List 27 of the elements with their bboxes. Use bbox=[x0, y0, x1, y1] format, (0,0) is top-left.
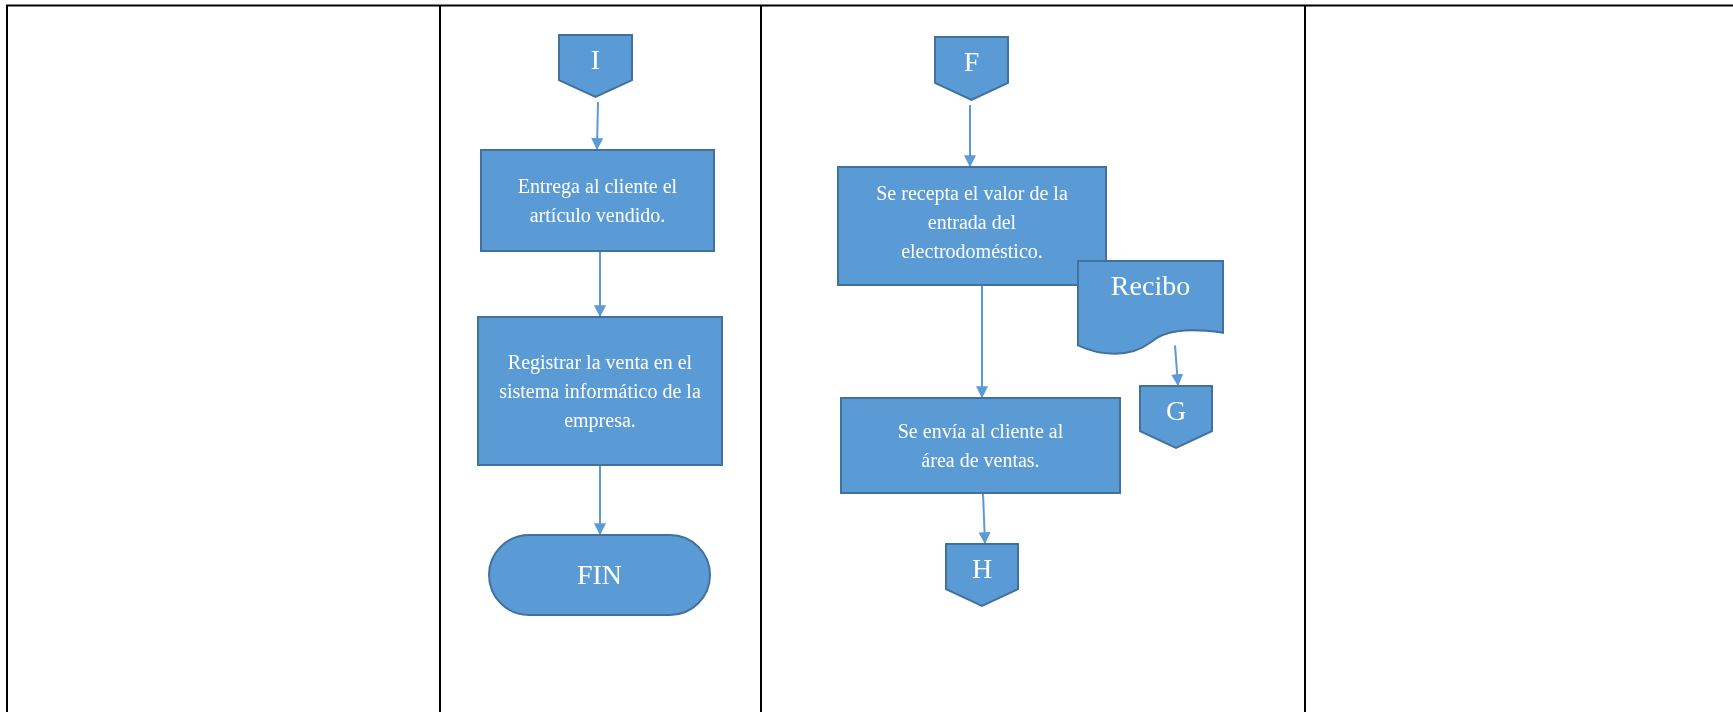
node-text: F bbox=[963, 45, 980, 80]
arrow bbox=[1171, 344, 1184, 387]
node-text: Entrega al cliente el artículo vendido. bbox=[516, 173, 679, 228]
node-text: Registrar la venta en el sistema informático de la empresa. bbox=[499, 349, 701, 434]
process-box bbox=[480, 149, 715, 252]
arrow bbox=[594, 465, 606, 536]
node-text: Se envía al cliente al área de ventas. bbox=[896, 418, 1065, 473]
off-page-connector bbox=[945, 543, 1019, 607]
node-text: FIN bbox=[576, 557, 623, 592]
off-page-connector bbox=[934, 36, 1009, 101]
arrow bbox=[976, 285, 988, 399]
arrow bbox=[594, 251, 606, 318]
node-text: I bbox=[590, 42, 601, 77]
arrow bbox=[591, 101, 604, 151]
process-box bbox=[837, 166, 1107, 286]
node-text: Se recepta el valor de la entrada del electrodoméstico. bbox=[875, 180, 1069, 264]
document-shape bbox=[1077, 260, 1224, 357]
terminal-shape bbox=[488, 534, 711, 616]
off-page-connector bbox=[558, 34, 633, 98]
arrow bbox=[964, 104, 976, 168]
process-box bbox=[840, 397, 1121, 494]
process-box bbox=[477, 316, 723, 466]
off-page-connector bbox=[1139, 385, 1213, 449]
node-text: H bbox=[971, 551, 993, 586]
node-text: G bbox=[1165, 393, 1187, 428]
node-text: Recibo bbox=[1110, 269, 1191, 304]
arrow bbox=[978, 493, 991, 545]
